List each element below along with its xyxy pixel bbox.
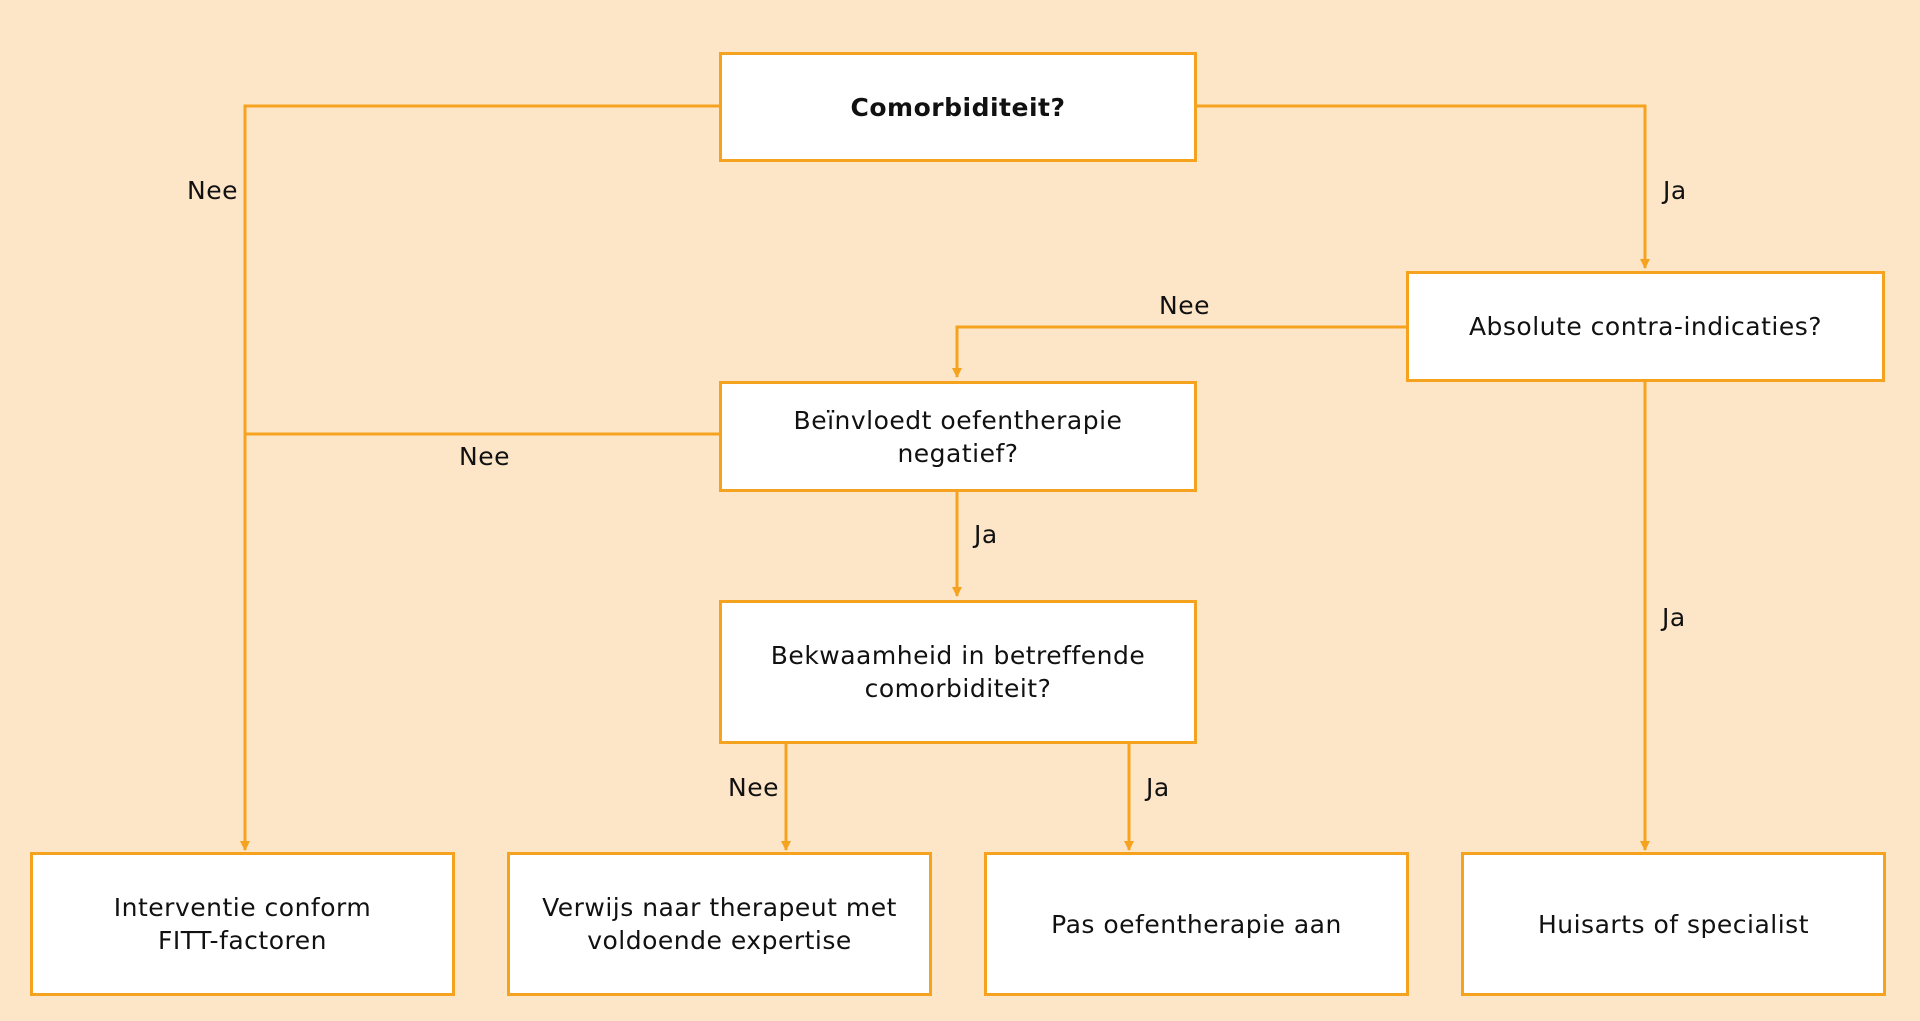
label-contra-nee: Nee — [1159, 291, 1210, 320]
node-comorbiditeit: Comorbiditeit? — [719, 52, 1197, 162]
edge-contra-nee — [952, 325, 1407, 378]
label-beinvloedt-ja: Ja — [974, 520, 998, 549]
label-contra-ja: Ja — [1662, 603, 1686, 632]
edge-comorbiditeit-ja — [1196, 104, 1650, 269]
label-comorbiditeit-ja: Ja — [1663, 176, 1687, 205]
edge-comorbiditeit-nee — [240, 104, 720, 851]
node-huisarts-specialist: Huisarts of specialist — [1461, 852, 1886, 996]
label-comorbiditeit-nee: Nee — [187, 176, 238, 205]
node-interventie-fitt: Interventie conform FITT-factoren — [30, 852, 455, 996]
node-bekwaamheid: Bekwaamheid in betreffende comorbiditeit… — [719, 600, 1197, 744]
node-absolute-contra-indicaties: Absolute contra-indicaties? — [1406, 271, 1885, 382]
label-bekwaamheid-ja: Ja — [1146, 773, 1170, 802]
node-pas-oefentherapie-aan: Pas oefentherapie aan — [984, 852, 1409, 996]
node-beinvloedt-oefentherapie: Beïnvloedt oefentherapie negatief? — [719, 381, 1197, 492]
label-beinvloedt-nee: Nee — [459, 442, 510, 471]
node-verwijs-therapeut: Verwijs naar therapeut met voldoende exp… — [507, 852, 932, 996]
label-bekwaamheid-nee: Nee — [728, 773, 779, 802]
